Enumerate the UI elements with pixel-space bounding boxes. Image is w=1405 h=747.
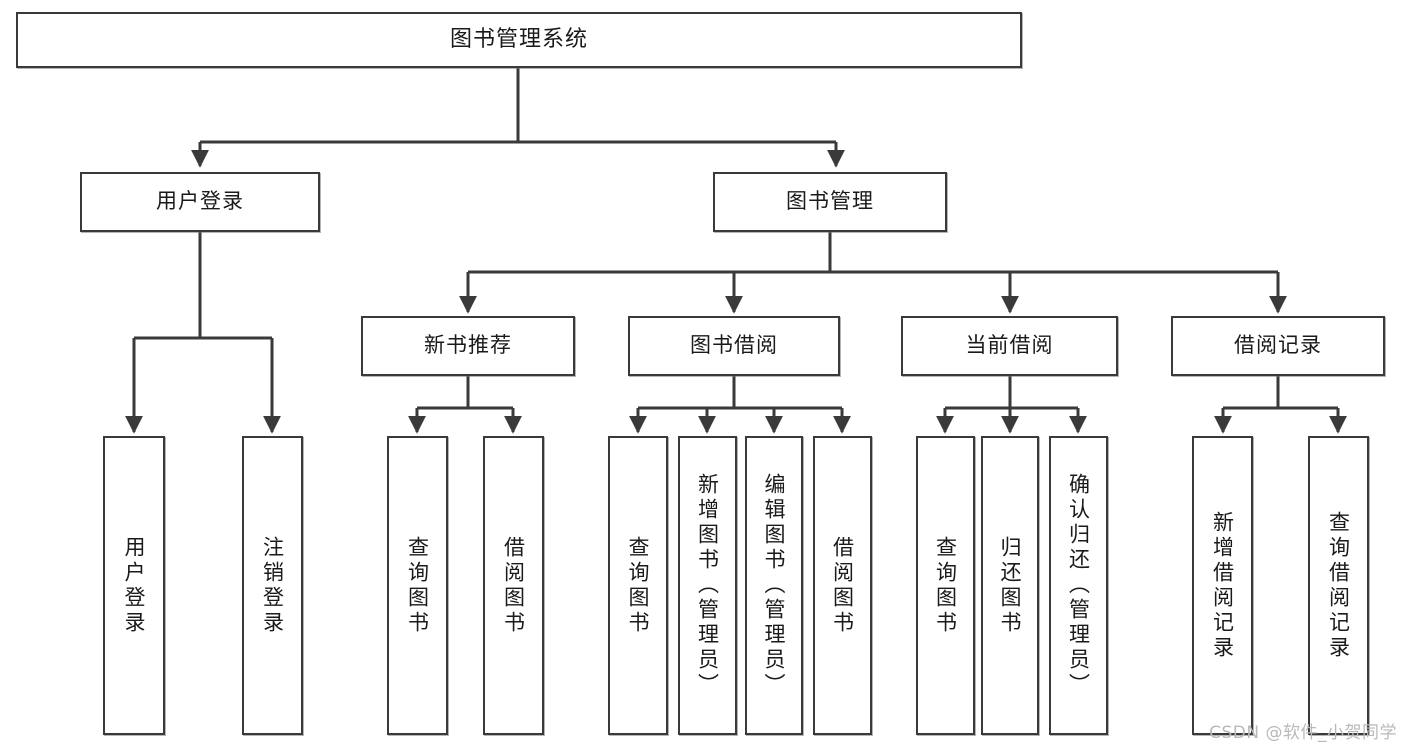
leaf-recommend-query-book[interactable]: 查询图书 (387, 436, 448, 735)
node-label: 借阅记录 (1234, 333, 1322, 358)
node-label: 查询图书 (626, 535, 651, 636)
leaf-record-add-record[interactable]: 新增借阅记录 (1192, 436, 1253, 735)
leaf-borrow-query-book[interactable]: 查询图书 (608, 436, 668, 735)
leaf-user-login-login[interactable]: 用户登录 (103, 436, 165, 735)
node-label: 用户登录 (122, 535, 147, 636)
node-book-borrow[interactable]: 图书借阅 (628, 316, 840, 376)
node-label: 新书推荐 (424, 333, 512, 358)
node-label: 注销登录 (260, 535, 285, 636)
leaf-current-confirm-return-admin[interactable]: 确认归还（管理员） (1049, 436, 1108, 735)
node-label: 确认归还（管理员） (1066, 473, 1091, 698)
leaf-borrow-add-book-admin[interactable]: 新增图书（管理员） (678, 436, 737, 735)
leaf-borrow-edit-book-admin[interactable]: 编辑图书（管理员） (745, 436, 803, 735)
node-label: 图书管理系统 (449, 26, 588, 52)
leaf-current-return-book[interactable]: 归还图书 (981, 436, 1039, 735)
node-label: 用户登录 (156, 189, 244, 214)
node-label: 新增借阅记录 (1210, 510, 1235, 661)
leaf-recommend-borrow-book[interactable]: 借阅图书 (483, 436, 544, 735)
csdn-watermark: CSDN @软件_小贺同学 (1209, 723, 1397, 743)
node-label: 图书管理 (786, 189, 874, 214)
leaf-borrow-borrow-book[interactable]: 借阅图书 (813, 436, 872, 735)
leaf-current-query-book[interactable]: 查询图书 (916, 436, 975, 735)
node-label: 编辑图书（管理员） (762, 473, 787, 698)
leaf-user-login-logout[interactable]: 注销登录 (242, 436, 303, 735)
node-label: 查询图书 (933, 535, 958, 636)
node-label: 图书借阅 (690, 333, 778, 358)
node-label: 归还图书 (998, 535, 1023, 636)
node-label: 查询图书 (405, 535, 430, 636)
node-label: 借阅图书 (501, 535, 526, 636)
node-book-management[interactable]: 图书管理 (713, 172, 947, 232)
node-root-system[interactable]: 图书管理系统 (16, 12, 1022, 68)
node-user-login[interactable]: 用户登录 (80, 172, 320, 232)
node-borrow-record[interactable]: 借阅记录 (1171, 316, 1385, 376)
node-label: 新增图书（管理员） (695, 473, 720, 698)
node-label: 当前借阅 (965, 333, 1054, 358)
node-current-borrow[interactable]: 当前借阅 (901, 316, 1118, 376)
node-label: 查询借阅记录 (1326, 510, 1351, 661)
node-new-book-recommend[interactable]: 新书推荐 (361, 316, 575, 376)
leaf-record-query-record[interactable]: 查询借阅记录 (1308, 436, 1369, 735)
node-label: 借阅图书 (830, 535, 855, 636)
